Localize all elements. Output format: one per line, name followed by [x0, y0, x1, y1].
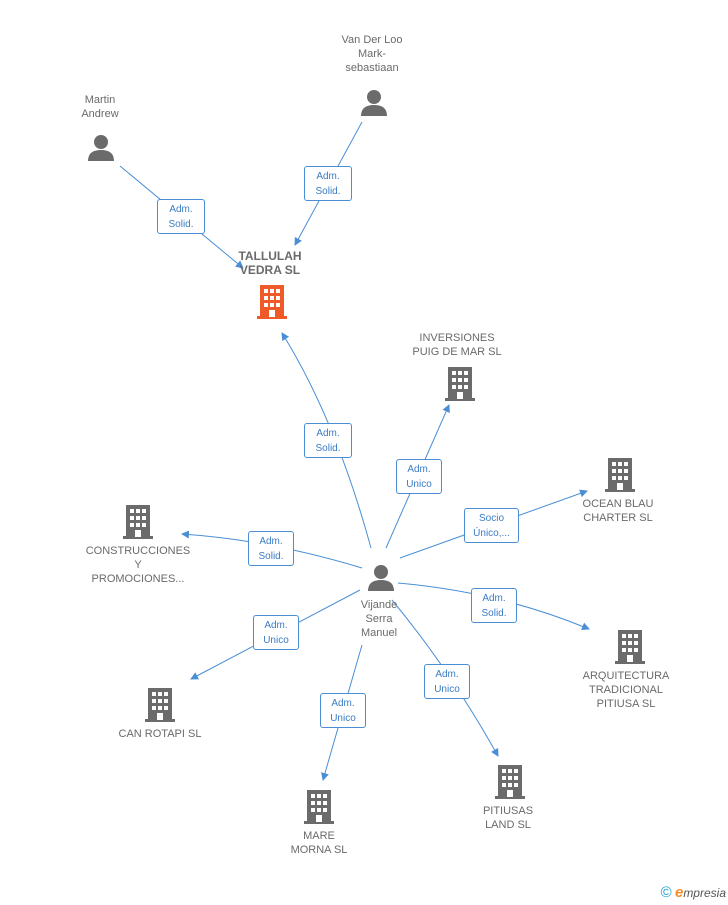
node-label-inversiones[interactable]: INVERSIONES PUIG DE MAR SL — [412, 332, 502, 358]
edge-label-vijande-tallulah: Adm. Solid. — [304, 423, 352, 458]
node-label-tallulah[interactable]: TALLULAH VEDRA SL — [238, 249, 302, 277]
edge-label-vijande-ocean: Socio Único,... — [464, 508, 519, 543]
building-icon[interactable] — [495, 765, 525, 799]
edge-label-van-der-loo: Adm. Solid. — [304, 166, 352, 201]
node-label-vijande[interactable]: Vijande Serra Manuel — [360, 599, 398, 639]
edge-label-martin: Adm. Solid. — [157, 199, 205, 234]
node-label-can-rotapi[interactable]: CAN ROTAPI SL — [118, 728, 202, 740]
node-label-martin-andrew[interactable]: Martin Andrew — [81, 94, 119, 120]
node-label-construcciones[interactable]: CONSTRUCCIONES Y PROMOCIONES... — [85, 545, 191, 585]
edge-label-vijande-can-rotapi: Adm. Unico — [253, 615, 299, 650]
edge-label-vijande-construcciones: Adm. Solid. — [248, 531, 294, 566]
node-label-ocean[interactable]: OCEAN BLAU CHARTER SL — [582, 498, 654, 524]
person-icon[interactable] — [368, 565, 394, 591]
building-icon[interactable] — [605, 458, 635, 492]
copyright-icon: © — [660, 884, 672, 901]
node-label-pitiusas[interactable]: PITIUSAS LAND SL — [482, 805, 534, 831]
edge-label-vijande-mare: Adm. Unico — [320, 693, 366, 728]
edge-label-vijande-pitiusas: Adm. Unico — [424, 664, 470, 699]
building-icon[interactable] — [123, 505, 153, 539]
building-icon[interactable] — [615, 630, 645, 664]
building-icon[interactable] — [257, 285, 287, 319]
brand-name: mpresia — [683, 886, 726, 900]
building-icon[interactable] — [304, 790, 334, 824]
node-label-mare[interactable]: MARE MORNA SL — [290, 830, 348, 856]
edge-label-vijande-arquitectura: Adm. Solid. — [471, 588, 517, 623]
building-icon[interactable] — [445, 367, 475, 401]
person-icon[interactable] — [88, 135, 114, 161]
empresia-logo[interactable]: © empresia — [661, 884, 726, 901]
building-icon[interactable] — [145, 688, 175, 722]
person-icon[interactable] — [361, 90, 387, 116]
node-label-van-der-loo[interactable]: Van Der Loo Mark- sebastiaan — [341, 34, 403, 74]
node-label-arquitectura[interactable]: ARQUITECTURA TRADICIONAL PITIUSA SL — [582, 670, 670, 710]
edge-label-vijande-inversiones: Adm. Unico — [396, 459, 442, 494]
brand-initial: e — [674, 884, 684, 901]
